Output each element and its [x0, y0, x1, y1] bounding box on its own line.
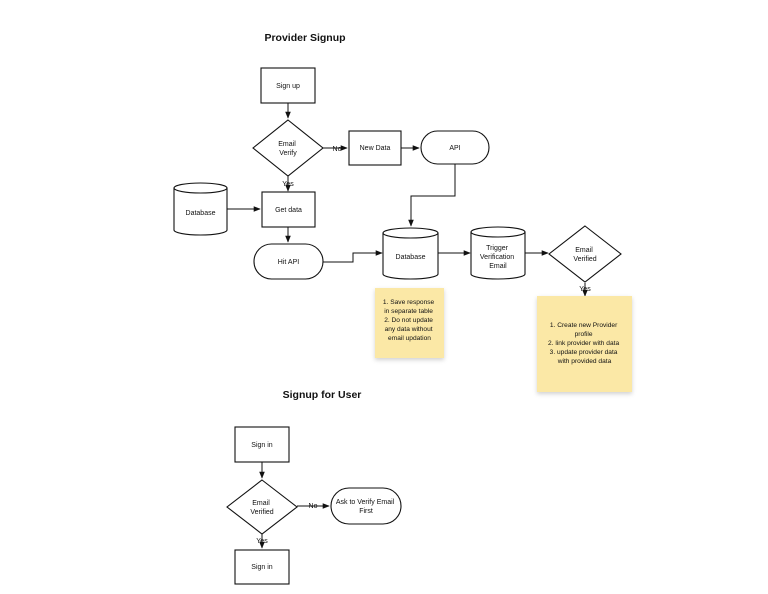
node-get-data: Get data: [261, 191, 316, 228]
node-sign-up: Sign up: [260, 67, 316, 104]
terminator-ask-verify-email-label: Ask to Verify Email First: [336, 499, 396, 515]
node-sign-up-label: Sign up: [276, 83, 300, 90]
decision-email-verify: Email Verify: [252, 119, 324, 177]
decision-email-verified-label: Email Verified: [573, 247, 596, 263]
terminator-api: API: [420, 130, 490, 165]
node-sign-in-bottom-label: Sign in: [251, 564, 273, 571]
decision-user-email-verified: Email Verified: [226, 479, 298, 535]
node-sign-in-top-label: Sign in: [251, 442, 273, 449]
edge-label-yes: Yes: [282, 181, 294, 188]
node-get-data-label: Get data: [275, 207, 302, 214]
edge-label-no: No: [333, 146, 342, 153]
trigger-verification-email-label: Trigger Verification Email: [480, 245, 516, 270]
decision-email-verified: Email Verified: [548, 225, 622, 283]
decision-user-email-verified-label: Email Verified: [250, 500, 273, 516]
edge-label-yes: Yes: [256, 538, 268, 545]
edge-label-yes: Yes: [579, 286, 591, 293]
terminator-ask-verify-email: Ask to Verify Email First: [330, 487, 402, 525]
node-new-data: New Data: [348, 130, 402, 166]
decision-email-verify-label: Email Verify: [278, 141, 297, 157]
terminator-hit-api: Hit API: [253, 243, 324, 280]
sticky-note-create-provider-text: 1. Create new Provider profile 2. link p…: [548, 322, 621, 365]
sticky-note-save-response: 1. Save response in separate table 2. Do…: [375, 288, 444, 358]
edge-api-to-database: [408, 164, 456, 227]
signup-for-user-title: Signup for User: [283, 389, 362, 401]
trigger-verification-email-cylinder: Trigger Verification Email: [470, 226, 526, 280]
edge-label-no: No: [309, 503, 318, 510]
database-center-label: Database: [396, 254, 426, 261]
sticky-note-save-response-text: 1. Save response in separate table 2. Do…: [383, 299, 436, 342]
terminator-api-label: API: [449, 145, 460, 152]
node-new-data-label: New Data: [360, 145, 391, 152]
node-sign-in-top: Sign in: [234, 426, 290, 463]
database-center-cylinder: Database: [382, 227, 439, 280]
node-sign-in-bottom: Sign in: [234, 549, 290, 585]
provider-signup-title: Provider Signup: [264, 32, 345, 44]
database-left-cylinder: Database: [173, 182, 228, 236]
sticky-note-create-provider: 1. Create new Provider profile 2. link p…: [537, 296, 632, 392]
terminator-hit-api-label: Hit API: [278, 259, 299, 266]
database-left-label: Database: [186, 210, 216, 217]
edge-hitapi-to-database: [323, 250, 383, 263]
